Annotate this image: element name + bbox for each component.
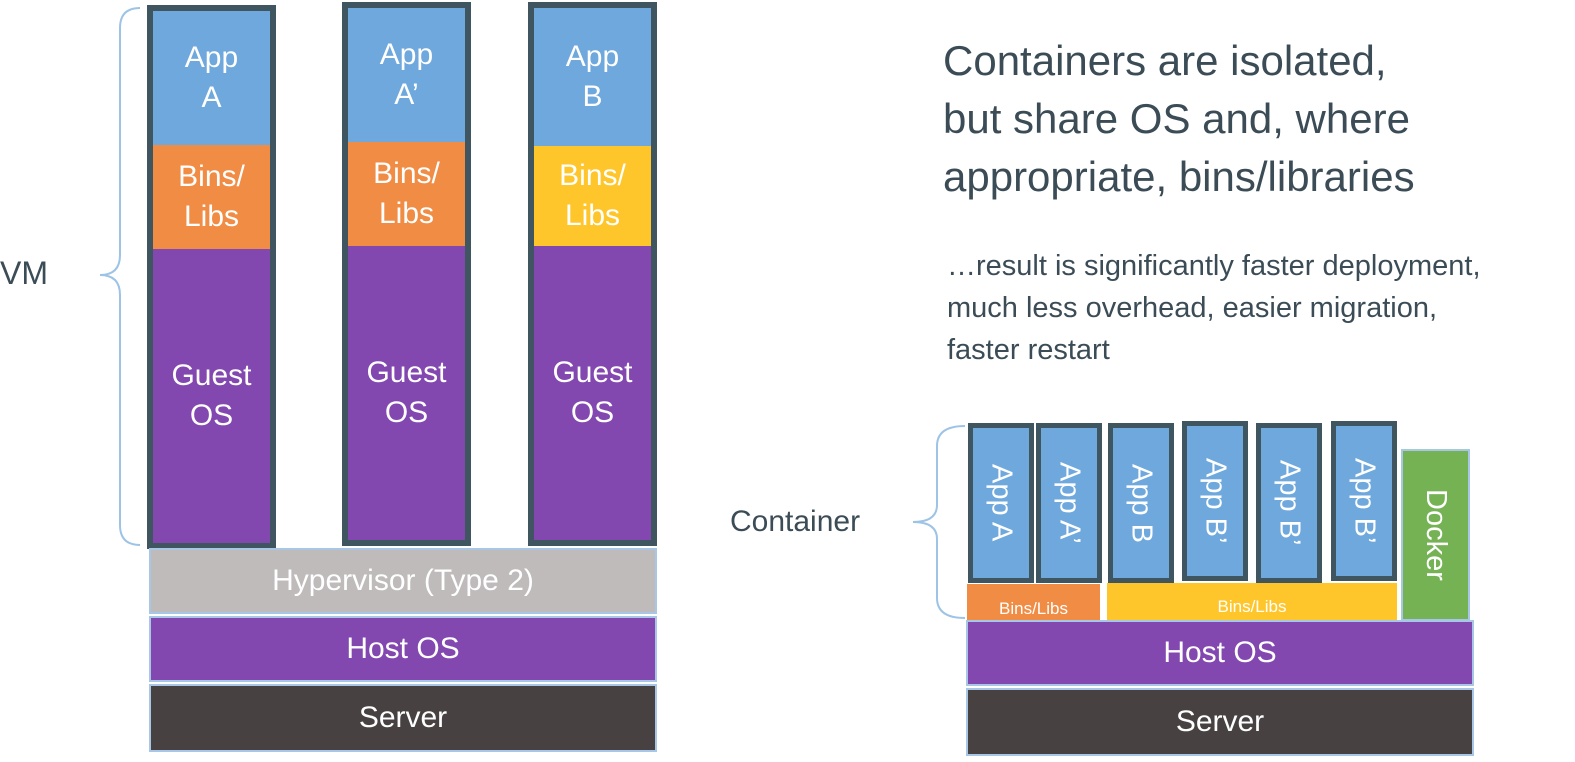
app-a-block: App A: [153, 11, 270, 145]
container-app-a: App A: [968, 423, 1034, 583]
vm-brace: [99, 7, 141, 546]
bins-libs-block: Bins/ Libs: [348, 142, 465, 246]
docker-label: Docker: [1420, 489, 1452, 581]
result-text: …result is significantly faster deployme…: [947, 250, 1481, 366]
guest-os-block: Guest OS: [534, 246, 651, 540]
vm-label: VM: [0, 255, 48, 291]
docker-block: Docker: [1401, 449, 1470, 621]
guest-os-block: Guest OS: [348, 246, 465, 540]
app-b-block: App B: [534, 8, 651, 146]
container-app-label: App B’: [1273, 460, 1306, 546]
vm-stack-a: App A Bins/ Libs Guest OS: [147, 5, 276, 549]
container-app-label: App A’: [1053, 462, 1086, 544]
vm-stack-a-prime: App A’ Bins/ Libs Guest OS: [342, 2, 471, 546]
container-app-b: App B: [1108, 423, 1174, 583]
container-label: Container: [730, 505, 861, 538]
bins-libs-right: Bins/Libs: [1107, 583, 1397, 620]
container-app-label: App B’: [1199, 458, 1232, 544]
container-brace: [912, 425, 966, 619]
container-app-label: App B’: [1348, 458, 1381, 544]
container-host-os-layer: Host OS: [966, 620, 1474, 686]
bins-libs-left: Bins/Libs: [967, 584, 1100, 620]
container-app-label: App A: [985, 464, 1018, 542]
bins-libs-block: Bins/ Libs: [153, 145, 270, 249]
bins-libs-block: Bins/ Libs: [534, 146, 651, 246]
container-app-b-prime-1: App B’: [1182, 421, 1248, 581]
vm-stack-b: App B Bins/ Libs Guest OS: [528, 2, 657, 546]
container-server-layer: Server: [966, 688, 1474, 756]
server-layer: Server: [149, 684, 657, 752]
host-os-layer: Host OS: [149, 616, 657, 682]
container-app-label: App B: [1125, 463, 1158, 543]
container-app-b-prime-2: App B’: [1256, 423, 1322, 583]
guest-os-block: Guest OS: [153, 249, 270, 543]
container-app-a-prime: App A’: [1036, 423, 1102, 583]
app-a-prime-block: App A’: [348, 8, 465, 142]
hypervisor-layer: Hypervisor (Type 2): [149, 548, 657, 614]
container-app-b-prime-3: App B’: [1331, 421, 1397, 581]
heading-text: Containers are isolated, but share OS an…: [943, 37, 1415, 200]
